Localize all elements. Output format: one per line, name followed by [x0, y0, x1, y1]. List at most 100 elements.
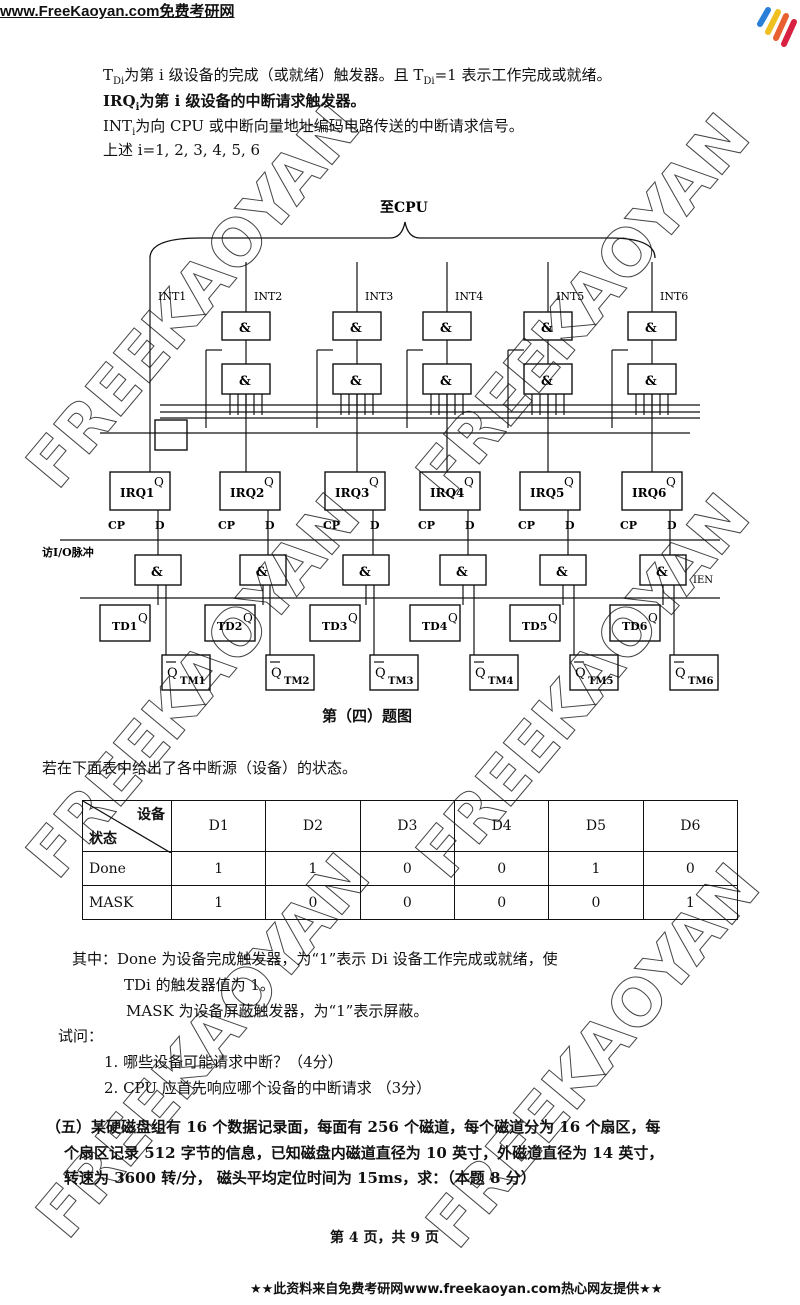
question-1: 1. 哪些设备可能请求中断？（4分）: [104, 1053, 343, 1071]
table-header-row: 设备 状态 D1 D2 D3 D4 D5 D6: [82, 800, 739, 853]
cell: 1: [548, 851, 644, 886]
d-label: D: [265, 519, 275, 532]
td-flipflop: [99, 604, 151, 642]
cell: 0: [548, 885, 644, 920]
td-label: TD2: [217, 620, 242, 633]
q-label: Q: [243, 611, 253, 625]
q-bar-label: Q: [271, 666, 282, 681]
q-label: Q: [464, 475, 474, 489]
col-header: D3: [359, 800, 455, 852]
question-2: 2. CPU 应首先响应哪个设备的中断请求 （3分）: [104, 1079, 432, 1097]
corner-cell: 设备 状态: [82, 800, 172, 853]
and-label: &: [239, 321, 251, 336]
note-done: 其中：Done 为设备完成触发器，为“1”表示 Di 设备工作完成或就绪，使: [72, 950, 558, 968]
irq-label: IRQ4: [430, 486, 464, 500]
irq-flipflop: [621, 471, 683, 511]
d-label: D: [155, 519, 165, 532]
td-label: TD6: [622, 620, 648, 633]
td-flipflop: [204, 604, 256, 642]
q-bar-label: Q: [167, 666, 178, 681]
and-label: &: [350, 374, 362, 389]
questions-heading: 试问：: [58, 1027, 104, 1045]
td-flipflop: [409, 604, 461, 642]
irq-flipflop: [519, 471, 581, 511]
cp-label: CP: [518, 519, 535, 532]
q-label: Q: [138, 611, 148, 625]
col-header: D2: [265, 800, 361, 852]
corner-bottom-label: 状态: [89, 831, 117, 847]
irq-label: IRQ2: [230, 486, 264, 500]
q-bar-label: Q: [475, 666, 486, 681]
and-label: &: [350, 321, 362, 336]
q-label: Q: [348, 611, 358, 625]
tm-flipflop: [161, 654, 211, 691]
and-label: &: [440, 321, 452, 336]
td-label: TD4: [422, 620, 448, 633]
tm-flipflop: [369, 654, 419, 691]
irq-flipflop: [419, 471, 481, 511]
and-label: &: [541, 321, 553, 336]
q-label: Q: [448, 611, 458, 625]
tm-flipflop: [669, 654, 719, 691]
and-label: &: [645, 321, 657, 336]
tm-label: TM3: [388, 676, 414, 687]
irq-label: IRQ1: [120, 486, 154, 500]
cp-label: CP: [418, 519, 435, 532]
d-label: D: [565, 519, 575, 532]
problem5-line-2: 个扇区记录 512 字节的信息，已知磁盘内磁道直径为 10 英寸，外磁道直径为 …: [64, 1144, 664, 1162]
tm-flipflop: [469, 654, 519, 691]
irq-flipflop: [219, 471, 281, 511]
and-label: &: [456, 565, 468, 580]
td-flipflop: [309, 604, 361, 642]
q-label: Q: [264, 475, 274, 489]
and-label: &: [256, 565, 268, 580]
cell: 1: [265, 851, 361, 886]
table-row: MASK 1 0 0 0 0 1: [82, 885, 739, 920]
q-bar-label: Q: [575, 666, 586, 681]
tm-label: TM2: [284, 676, 310, 687]
logo-icon: [752, 2, 798, 52]
brace: [149, 221, 656, 259]
cell: 1: [170, 851, 267, 886]
cell: 1: [642, 885, 739, 920]
td-flipflop: [609, 604, 661, 642]
cp-label: CP: [323, 519, 340, 532]
intro-line-4: 上述 i=1, 2, 3, 4, 5, 6: [103, 141, 261, 159]
cell: 1: [170, 885, 267, 920]
cp-label: CP: [620, 519, 637, 532]
int-label: INT4: [455, 290, 483, 303]
irq-flipflop: [324, 471, 386, 511]
td-flipflop: [509, 604, 561, 642]
cell: 0: [265, 885, 361, 920]
q-bar-label: Q: [375, 666, 386, 681]
tm-label: TM6: [688, 676, 714, 687]
figure-caption: 第（四）题图: [322, 707, 413, 725]
int-label: INT3: [365, 290, 393, 303]
q-label: Q: [548, 611, 558, 625]
tm-label: TM4: [488, 676, 514, 687]
q-label: Q: [564, 475, 574, 489]
irq-label: IRQ3: [335, 486, 369, 500]
int-label: INT5: [556, 290, 584, 303]
col-header: D6: [642, 800, 739, 852]
int-label: INT2: [254, 290, 282, 303]
intro-line-2: IRQi为第 i 级设备的中断请求触发器。: [103, 92, 366, 113]
cell: 0: [359, 885, 455, 920]
tm-flipflop: [569, 654, 619, 691]
d-label: D: [667, 519, 677, 532]
problem5-line-1: （五）某硬磁盘组有 16 个数据记录面，每面有 256 个磁道，每个磁道分为 1…: [46, 1118, 661, 1136]
note-done-2: TDi 的触发器值为 1。: [124, 976, 275, 994]
note-mask: MASK 为设备屏蔽触发器，为“1”表示屏蔽。: [126, 1002, 429, 1020]
page-number: 第 4 页，共 9 页: [330, 1230, 439, 1246]
cp-label: CP: [108, 519, 125, 532]
td-label: TD1: [112, 620, 137, 633]
intro-line-3: INTi为向 CPU 或中断向量地址编码电路传送的中断请求信号。: [103, 117, 524, 138]
cell: 0: [642, 851, 739, 886]
footer-banner: ★★此资料来自免费考研网www.freekaoyan.com热心网友提供★★: [250, 1282, 663, 1297]
row-label: MASK: [82, 885, 172, 920]
and-label: &: [359, 565, 371, 580]
ien-label: IEN: [693, 575, 713, 586]
and-label: &: [151, 565, 163, 580]
tm-label: TM5: [588, 676, 614, 687]
q-label: Q: [648, 611, 658, 625]
